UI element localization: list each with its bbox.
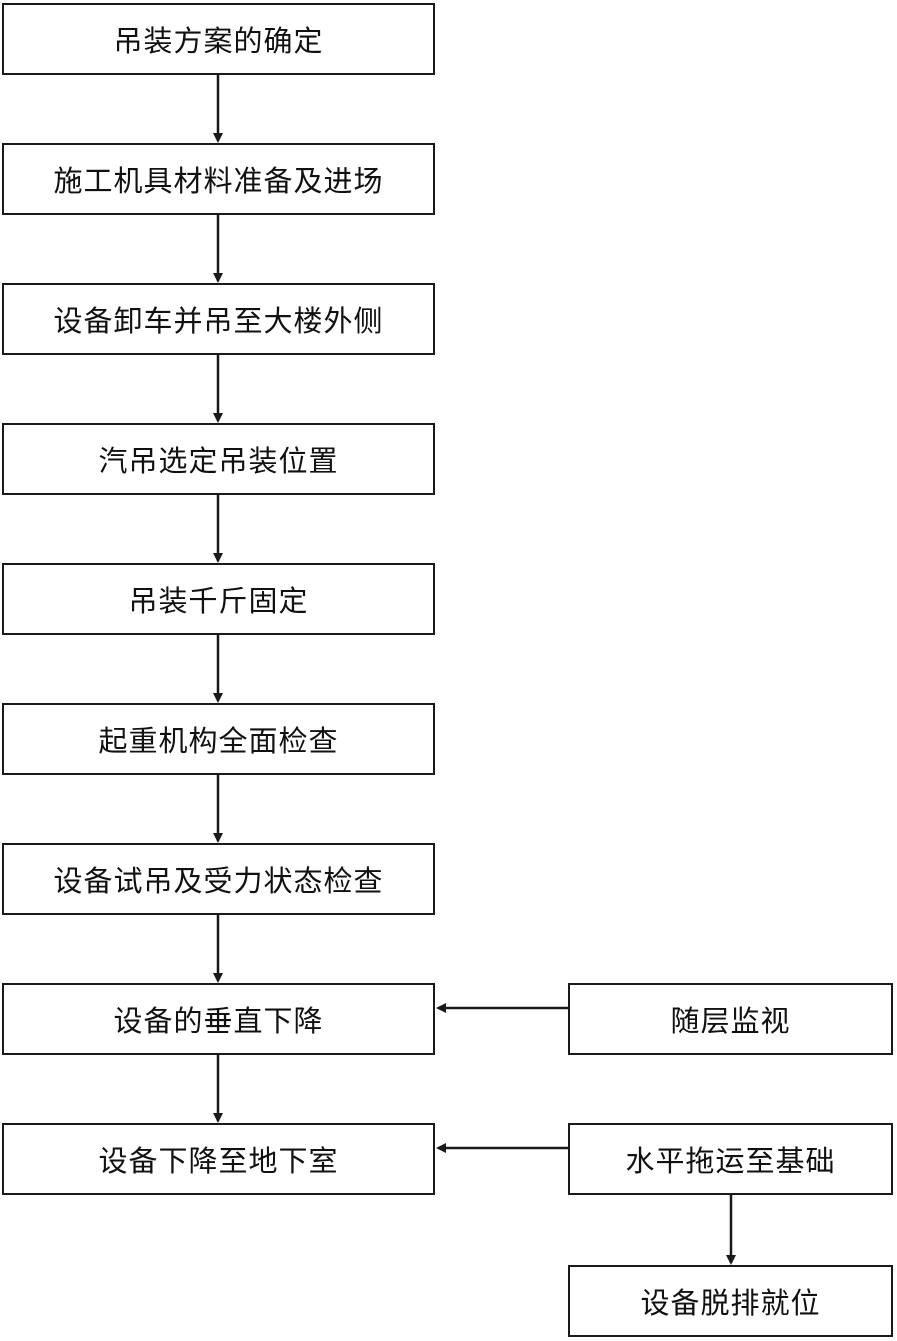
step-box-8: 设备的垂直下降 [2,983,435,1055]
step-box-3: 设备卸车并吊至大楼外侧 [2,283,435,355]
side-box-monitor: 随层监视 [568,983,893,1055]
side-box-transport: 水平拖运至基础 [568,1123,893,1195]
step-label-1: 吊装方案的确定 [113,24,324,58]
step-label-6: 起重机构全面检查 [98,724,339,758]
step-box-5: 吊装千斤固定 [2,563,435,635]
step-box-2: 施工机具材料准备及进场 [2,143,435,215]
step-label-4: 汽吊选定吊装位置 [98,444,339,478]
side-box-placement: 设备脱排就位 [568,1265,893,1337]
side-label-monitor: 随层监视 [670,1004,791,1038]
step-label-3: 设备卸车并吊至大楼外侧 [53,304,384,338]
step-label-8: 设备的垂直下降 [113,1004,324,1038]
step-label-7: 设备试吊及受力状态检查 [53,864,384,898]
step-label-9: 设备下降至地下室 [98,1144,339,1178]
step-box-6: 起重机构全面检查 [2,703,435,775]
step-box-9: 设备下降至地下室 [2,1123,435,1195]
step-box-4: 汽吊选定吊装位置 [2,423,435,495]
step-box-1: 吊装方案的确定 [2,3,435,75]
step-box-7: 设备试吊及受力状态检查 [2,843,435,915]
side-label-placement: 设备脱排就位 [640,1286,821,1320]
step-label-2: 施工机具材料准备及进场 [53,164,384,198]
side-label-transport: 水平拖运至基础 [625,1144,836,1178]
step-label-5: 吊装千斤固定 [128,584,309,618]
